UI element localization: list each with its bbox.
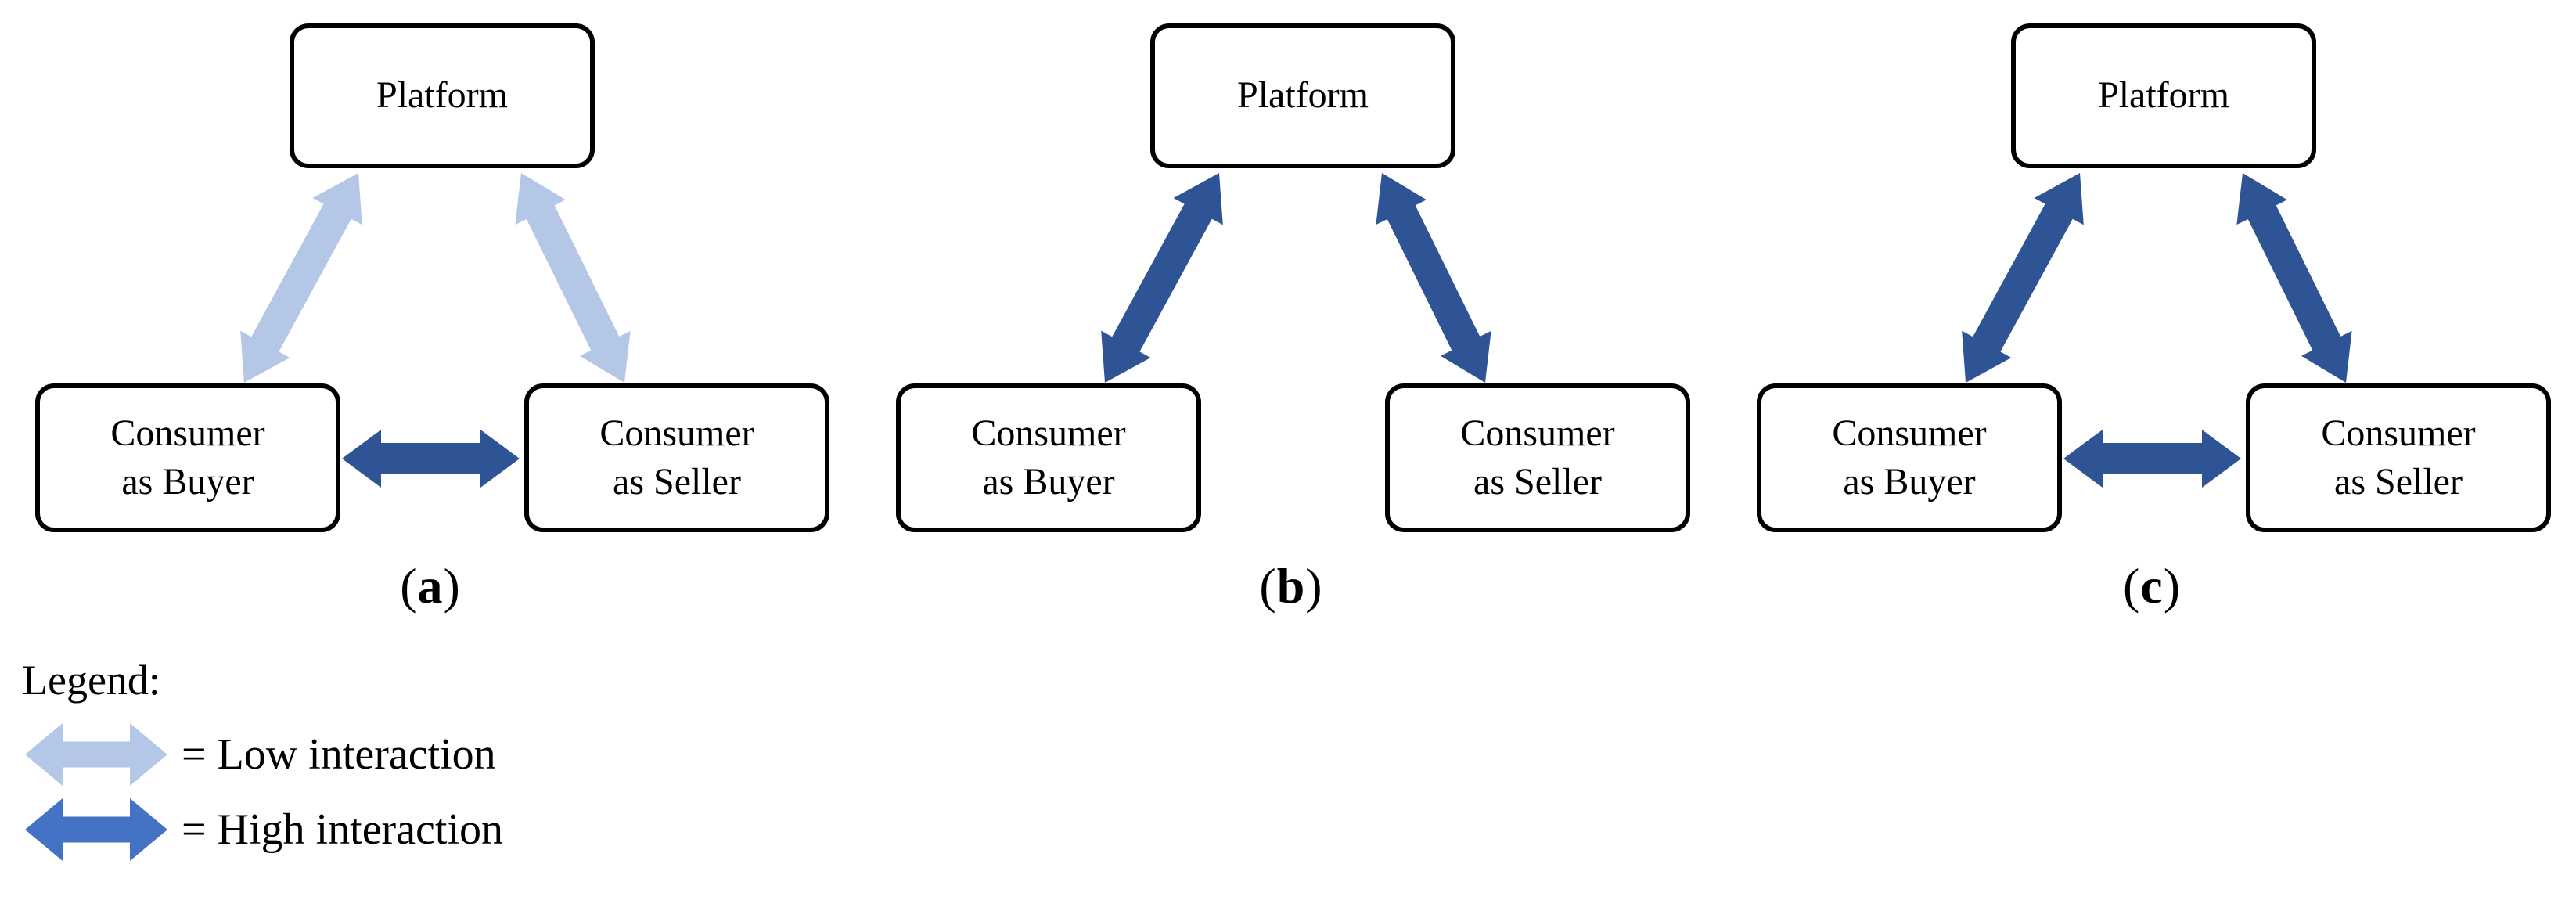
legend-row-high: = High interaction: [22, 792, 503, 867]
legend-title: Legend:: [22, 657, 160, 704]
consumer-as-seller-node: Consumer as Seller: [1385, 383, 1690, 532]
connection-arrow-platform-seller-low: [515, 173, 631, 383]
connection-arrow-platform-seller-high: [2236, 173, 2352, 383]
legend-row-low: = Low interaction: [22, 717, 503, 792]
legend: Legend: = Low interaction = High interac…: [22, 656, 503, 867]
arrows-layer-b: [1101, 173, 1491, 383]
caption-letter: c: [2140, 558, 2164, 614]
panel-caption-b: (b): [861, 557, 1722, 615]
caption-open-paren: (: [1259, 558, 1277, 614]
connection-arrow-platform-buyer-high: [1962, 173, 2084, 383]
caption-close-paren: ): [2163, 558, 2182, 614]
connection-arrow-platform-buyer-high: [1101, 173, 1223, 383]
consumer-as-seller-node: Consumer as Seller: [2246, 383, 2551, 532]
caption-letter: b: [1276, 558, 1306, 614]
connection-arrow-platform-buyer-low: [240, 173, 362, 383]
connection-arrow-buyer-seller-high: [2063, 430, 2241, 488]
panel-caption-c: (c): [1722, 557, 2576, 615]
consumer-as-buyer-node: Consumer as Buyer: [1757, 383, 2062, 532]
legend-label-high: = High interaction: [182, 805, 504, 855]
consumer-as-seller-node: Consumer as Seller: [524, 383, 829, 532]
diagram-panel-b: Platform Consumer as Buyer Consumer as S…: [861, 0, 1722, 634]
legend-label-low: = Low interaction: [182, 730, 496, 780]
panel-caption-a: (a): [0, 557, 861, 615]
legend-sample-arrow-high: [25, 798, 167, 862]
low-interaction-arrow-icon: [25, 723, 167, 787]
arrows-layer-c: [1962, 173, 2352, 488]
connection-arrow-platform-seller-high: [1376, 173, 1491, 383]
platform-node: Platform: [1150, 23, 1455, 168]
high-interaction-arrow-icon: [25, 798, 167, 862]
caption-open-paren: (: [2122, 558, 2141, 614]
caption-close-paren: ): [1305, 558, 1323, 614]
legend-sample-arrow-low: [25, 723, 167, 787]
consumer-as-buyer-node: Consumer as Buyer: [896, 383, 1201, 532]
diagram-panel-a: Platform Consumer as Buyer Consumer as S…: [0, 0, 861, 634]
caption-close-paren: ): [443, 558, 461, 614]
caption-open-paren: (: [400, 558, 418, 614]
consumer-as-buyer-node: Consumer as Buyer: [35, 383, 340, 532]
platform-node: Platform: [2011, 23, 2316, 168]
diagram-panel-c: Platform Consumer as Buyer Consumer as S…: [1722, 0, 2576, 634]
caption-letter: a: [417, 558, 444, 614]
platform-node: Platform: [290, 23, 595, 168]
arrows-layer-a: [240, 173, 631, 488]
connection-arrow-buyer-seller-high: [342, 430, 520, 488]
